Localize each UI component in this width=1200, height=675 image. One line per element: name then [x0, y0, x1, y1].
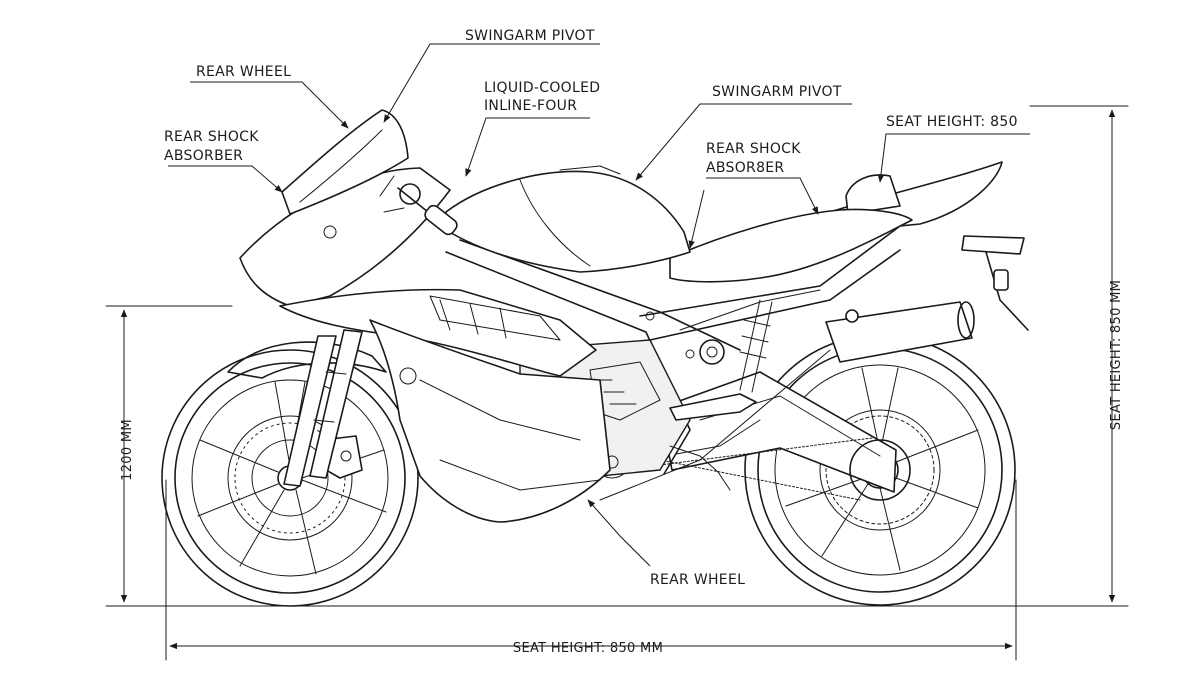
motorcycle-illustration: [161, 109, 1029, 607]
front-fender: [227, 341, 387, 379]
label-engine-line1: LIQUID-COOLED: [484, 80, 600, 96]
dimension-lines: [105, 105, 1129, 661]
label-rear-shock-mid-1: REAR SHOCK: [706, 141, 801, 157]
dimension-labels: 1200 MM SEAT HEIGHT: 850 MM SEAT HEIGHT:…: [120, 280, 1124, 656]
label-swingarm-pivot-right: SWINGARM PIVOT: [712, 84, 842, 100]
label-rear-shock-left-2: ABSORBER: [164, 148, 243, 164]
label-rear-shock-mid-2: ABSOR8ER: [706, 160, 784, 176]
rear-subframe: [639, 161, 1029, 393]
callout-labels: SWINGARM PIVOT REAR WHEEL LIQUID-COOLED …: [164, 28, 1018, 588]
exhaust: [599, 301, 975, 501]
label-seat-height-top: SEAT HEIGHT: 850: [886, 114, 1018, 130]
fuel-tank: [445, 170, 691, 273]
label-swingarm-pivot-top: SWINGARM PIVOT: [465, 28, 595, 44]
label-rear-wheel-top: REAR WHEEL: [196, 64, 291, 80]
seat: [669, 208, 913, 283]
label-rear-shock-left-1: REAR SHOCK: [164, 129, 259, 145]
front-fork: [283, 329, 363, 487]
dimension-left-vertical: 1200 MM: [120, 419, 135, 481]
callout-leaders: [168, 43, 1030, 567]
label-engine-line2: INLINE-FOUR: [484, 98, 577, 114]
handlebar: [379, 175, 458, 236]
fairing: [239, 167, 611, 523]
label-rear-wheel-bottom: REAR WHEEL: [650, 572, 745, 588]
dimension-right-vertical: SEAT HEIGHT: 850 MM: [1109, 280, 1124, 430]
dimension-bottom-horizontal: SEAT HEIGHT: 850 MM: [513, 641, 663, 656]
